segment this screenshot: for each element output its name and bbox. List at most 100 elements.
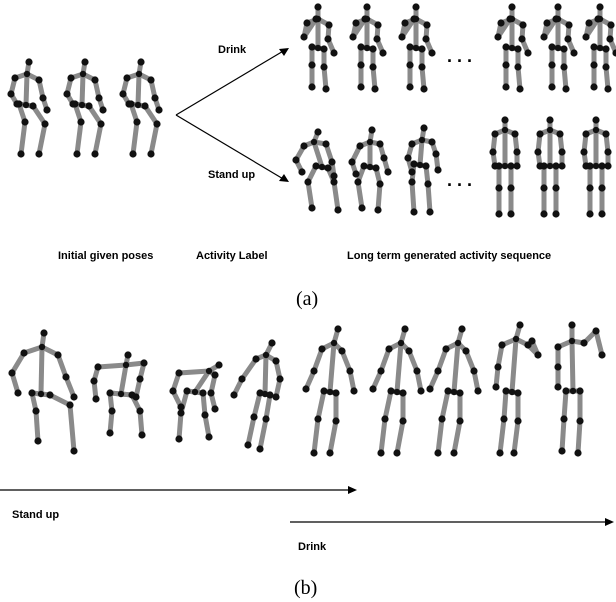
- skeleton-joint: [514, 45, 522, 53]
- skeleton-joint: [302, 385, 310, 393]
- skeleton-joint: [506, 15, 514, 23]
- skeleton-bone: [23, 71, 30, 108]
- skeleton-joint: [175, 369, 183, 377]
- skeleton-pose: [119, 58, 163, 158]
- skeleton-joint: [606, 35, 614, 43]
- skeleton-bone: [251, 390, 263, 420]
- skeleton-pose: [7, 58, 51, 158]
- skeleton-joint: [494, 363, 502, 371]
- skeleton-joint: [41, 120, 49, 128]
- skeleton-joint: [420, 124, 428, 132]
- skeleton-bone: [593, 328, 605, 358]
- skeleton-bone: [79, 71, 86, 108]
- skeleton-joint: [554, 343, 562, 351]
- skeleton-bone: [47, 392, 73, 408]
- skeleton-joint: [357, 43, 365, 51]
- skeleton-joint: [379, 49, 387, 57]
- skeleton-joint: [205, 433, 213, 441]
- skeleton-bone: [419, 64, 427, 92]
- skeleton-bone: [95, 362, 129, 370]
- initial-poses-label: Initial given poses: [58, 250, 153, 262]
- skeleton-pose: [540, 3, 578, 93]
- skeleton-joint: [514, 389, 522, 397]
- skeleton-bone: [327, 418, 339, 456]
- skeleton-bone: [67, 402, 77, 454]
- skeleton-joint: [151, 94, 159, 102]
- skeleton-bone: [200, 390, 208, 418]
- skeleton-joint: [514, 417, 522, 425]
- skeleton-joint: [272, 357, 280, 365]
- skeleton-bone: [515, 64, 523, 92]
- skeleton-joint: [256, 389, 264, 397]
- skeleton-joint: [580, 148, 588, 156]
- skeleton-bone: [321, 64, 329, 92]
- skeleton-joint: [576, 417, 584, 425]
- skeleton-joint: [554, 383, 562, 391]
- skeleton-bone: [378, 346, 392, 374]
- skeleton-joint: [350, 387, 358, 395]
- skeleton-joint: [177, 409, 185, 417]
- skeleton-joint: [444, 387, 452, 395]
- skeleton-joint: [514, 63, 522, 71]
- skeleton-bone: [38, 344, 45, 397]
- skeleton-joint: [426, 208, 434, 216]
- skeleton-pose: [63, 58, 107, 158]
- skeleton-joint: [37, 390, 45, 398]
- skeleton-bone: [315, 388, 327, 422]
- skeleton-joint: [410, 208, 418, 216]
- skeleton-joint: [97, 120, 105, 128]
- skeleton-bone: [86, 103, 104, 127]
- skeleton-joint: [332, 417, 340, 425]
- skeleton-joint: [495, 162, 503, 170]
- skeleton-joint: [422, 162, 430, 170]
- skeleton-bone: [495, 16, 513, 40]
- skeleton-joint: [334, 206, 342, 214]
- skeleton-joint: [133, 118, 141, 126]
- skeleton-joint: [324, 164, 332, 172]
- skeleton-joint: [574, 449, 582, 457]
- skeleton-joint: [199, 389, 207, 397]
- skeleton-joint: [312, 162, 320, 170]
- skeleton-joint: [230, 391, 238, 399]
- skeleton-joint: [556, 130, 564, 138]
- skeleton-joint: [322, 140, 330, 148]
- standup-timeline-label: Stand up: [12, 509, 59, 521]
- skeleton-joint: [35, 76, 43, 84]
- standup-timeline: [0, 486, 357, 494]
- skeleton-joint: [211, 405, 219, 413]
- skeleton-joint: [78, 101, 86, 109]
- skeleton-bone: [375, 181, 383, 213]
- skeleton-pose: [489, 116, 521, 218]
- skeleton-joint: [397, 339, 405, 347]
- skeleton-joint: [580, 339, 588, 347]
- skeleton-joint: [568, 321, 576, 329]
- skeleton-joint: [502, 387, 510, 395]
- skeleton-joint: [528, 337, 536, 345]
- skeleton-joint: [272, 393, 280, 401]
- skeleton-joint: [560, 415, 568, 423]
- skeleton-joint: [450, 449, 458, 457]
- skeleton-joint: [401, 325, 409, 333]
- skeleton-joint: [369, 45, 377, 53]
- skeleton-joint: [384, 168, 392, 176]
- skeleton-bone: [327, 340, 337, 395]
- skeleton-joint: [456, 389, 464, 397]
- skeleton-joint: [604, 162, 612, 170]
- skeleton-joint: [119, 90, 127, 98]
- skeleton-bone: [417, 137, 425, 168]
- skeleton-bone: [92, 121, 104, 157]
- skeleton-joint: [129, 150, 137, 158]
- skeleton-joint: [238, 375, 246, 383]
- skeleton-joint: [35, 150, 43, 158]
- skeleton-joint: [501, 162, 509, 170]
- skeleton-joint: [372, 164, 380, 172]
- skeleton-joint: [470, 367, 478, 375]
- skeleton-joint: [604, 85, 612, 93]
- skeleton-joint: [67, 74, 75, 82]
- skeleton-joint: [540, 184, 548, 192]
- skeleton-joint: [366, 138, 374, 146]
- skeleton-bone: [603, 64, 611, 92]
- skeleton-joint: [548, 83, 556, 91]
- skeleton-bone: [331, 179, 341, 213]
